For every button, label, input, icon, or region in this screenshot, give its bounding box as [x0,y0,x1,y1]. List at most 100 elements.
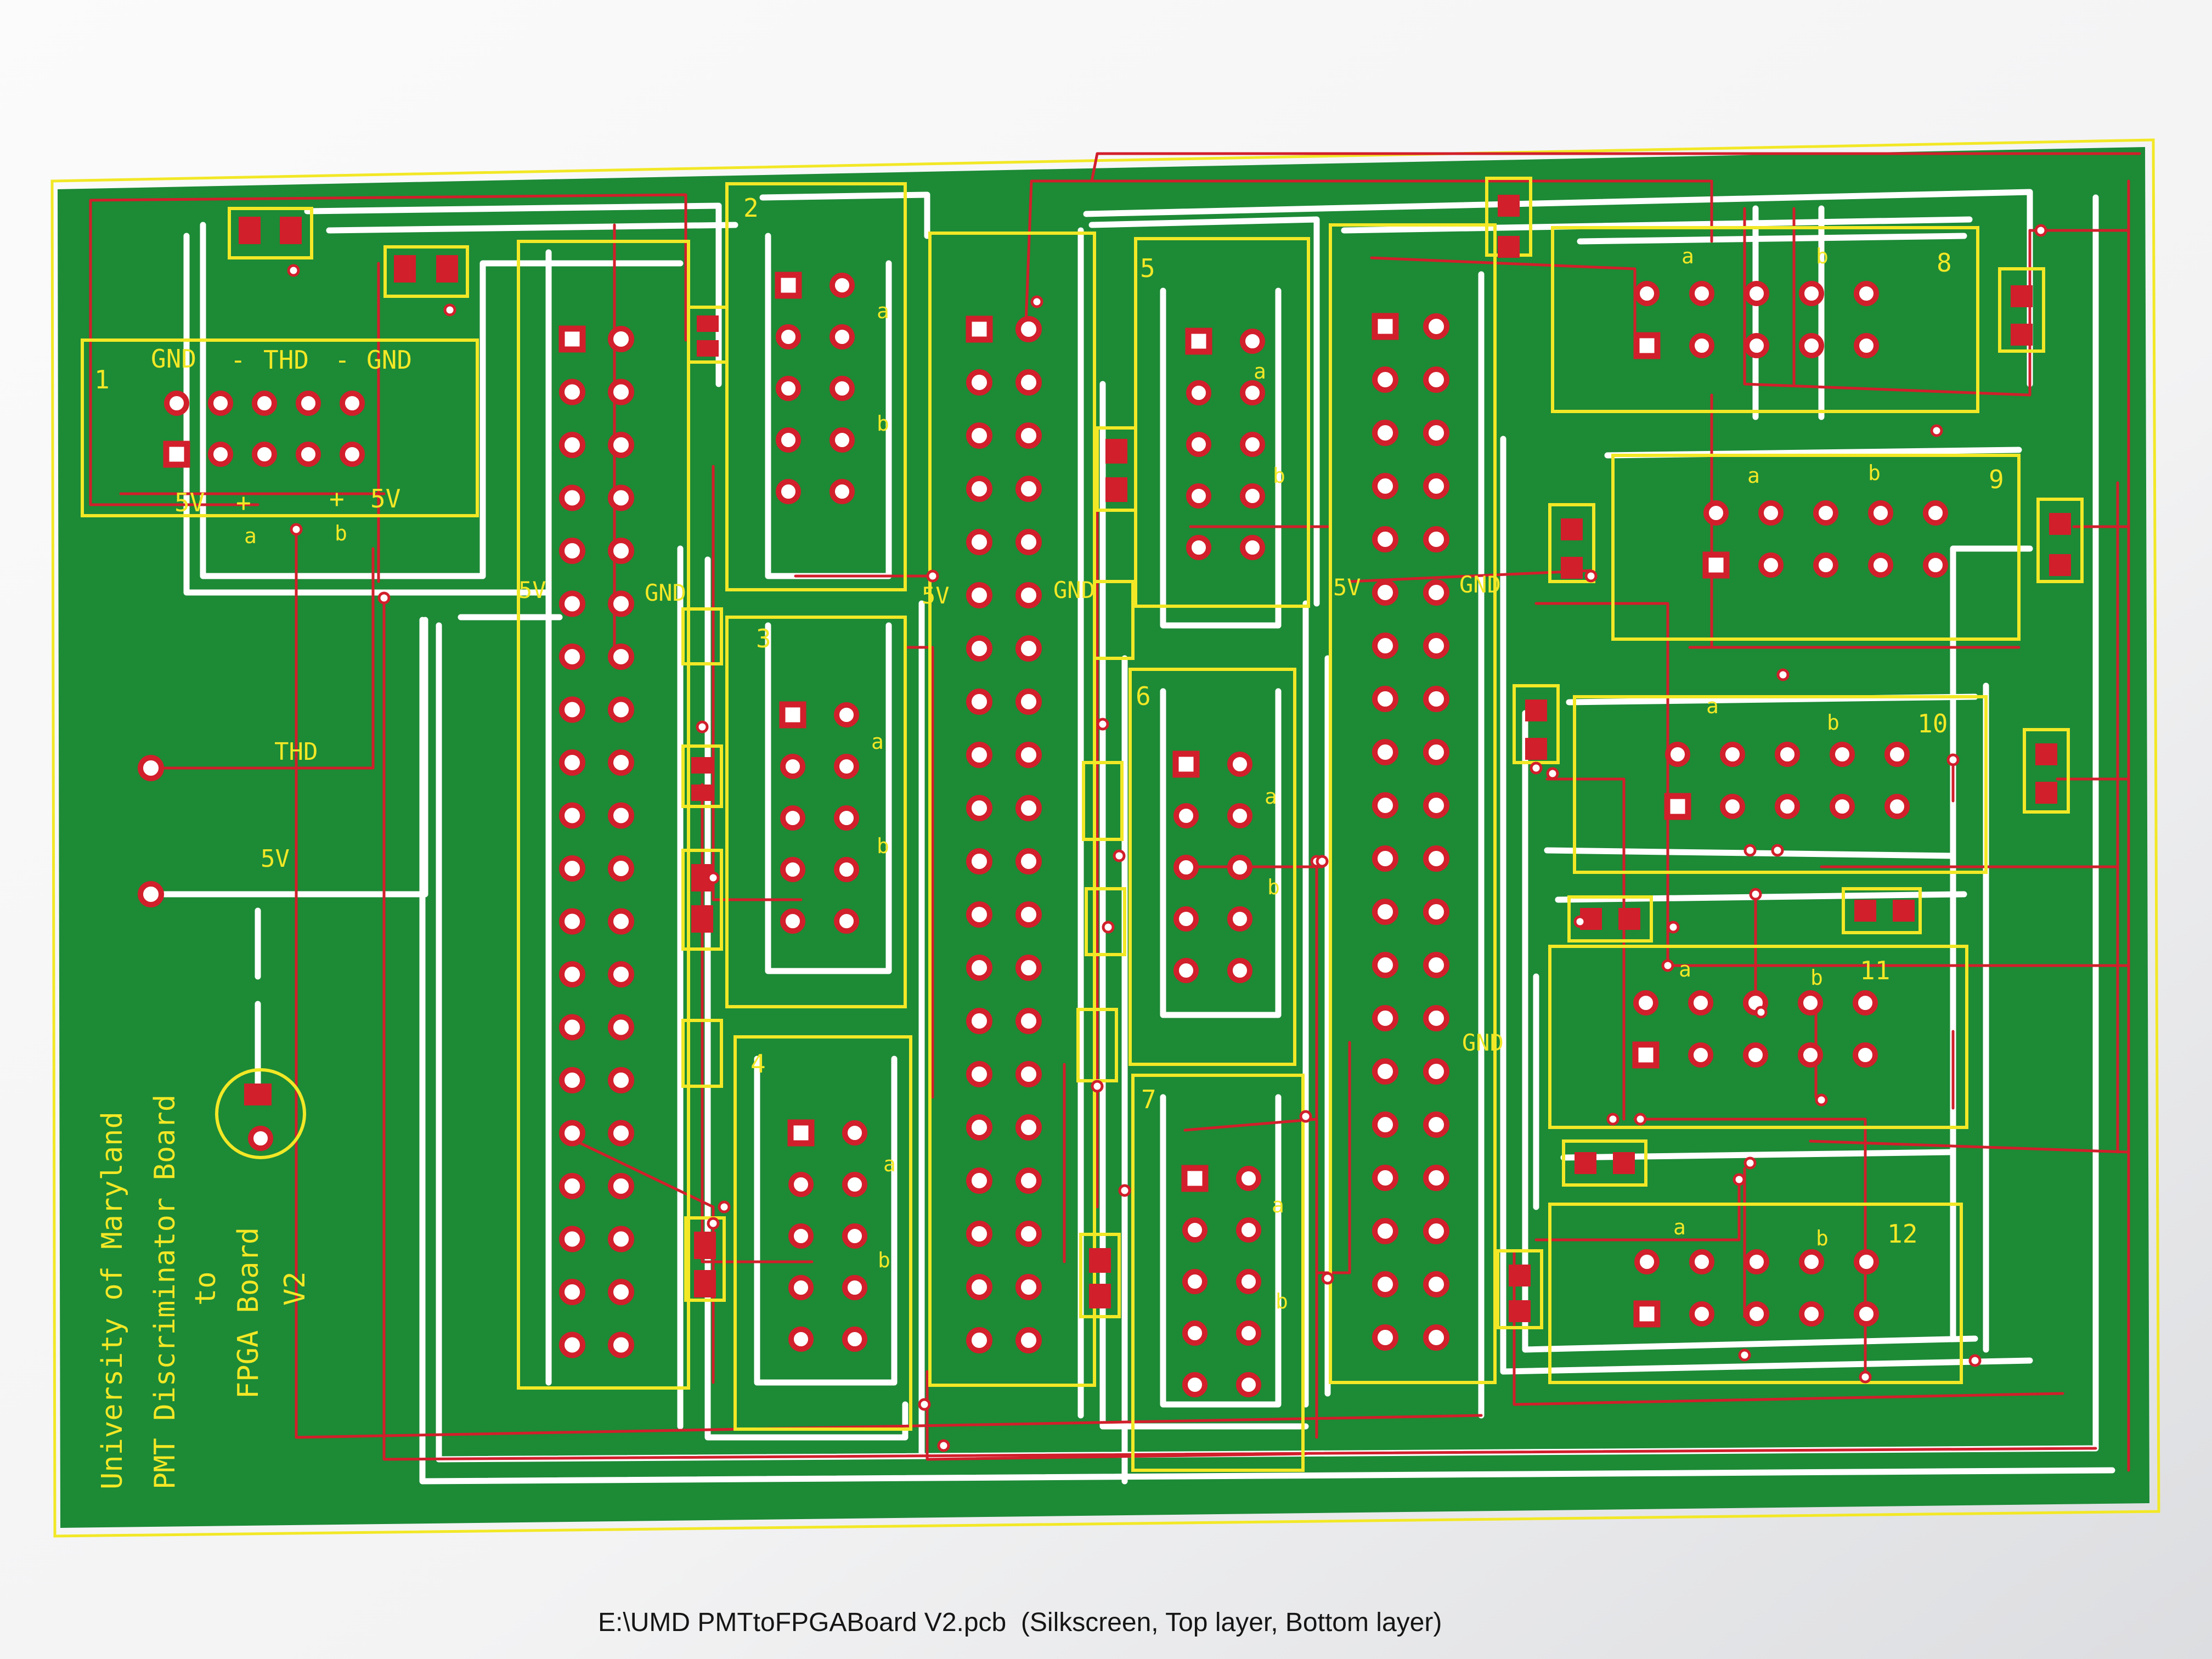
connector-1-number: 1 [94,365,110,394]
pad [966,369,992,396]
pad [1236,1372,1261,1397]
via [1859,1370,1872,1384]
via [377,591,391,605]
via [1749,888,1762,901]
pad [966,1061,992,1087]
via [707,871,720,884]
via [1118,1184,1131,1197]
pad [966,529,992,555]
pad [1634,281,1660,306]
pad [1744,281,1769,306]
via [1546,767,1559,780]
pad [1775,794,1800,819]
pad [559,802,585,829]
module-10-pin-b: b [1827,710,1839,735]
pad [1015,1114,1042,1141]
pad [1372,1058,1398,1085]
via [1661,959,1674,972]
pad [1854,333,1879,358]
module-10-number: 10 [1917,709,1948,738]
pad [608,1279,634,1305]
module-pin-1 [787,1119,815,1147]
via [1815,1093,1828,1107]
pad [776,427,801,453]
connector-1-label-gnd-left: GND [151,344,196,374]
pad [966,635,992,662]
module-2-pin-b: b [877,411,889,436]
via [443,303,456,317]
connector-1-sign-3: - [335,345,350,375]
pad [559,1120,585,1147]
through-hole-pads [138,224,2047,1452]
module-2-number: 2 [743,193,759,223]
pad [966,1167,992,1194]
pad [1236,1166,1261,1191]
pad [559,1331,585,1358]
header-1-gnd-label: GND [645,579,686,606]
pad [1720,742,1745,767]
pad [1372,792,1398,819]
pad [1423,952,1449,978]
pad [1744,1301,1769,1327]
pad [608,696,634,723]
module-pin-1 [779,701,806,729]
via [1096,718,1109,731]
connector-1-label-gnd-right: GND [366,345,412,375]
via [1299,1110,1312,1123]
module-4-pin-b: b [878,1248,890,1272]
pad [1182,1217,1207,1243]
pad [340,442,365,467]
pad [1688,990,1713,1015]
pad [608,590,634,617]
pad [1372,952,1398,978]
pad [1015,1221,1042,1247]
5v-pad [138,881,164,907]
pad [608,1226,634,1252]
connector-1-label-5v-left: 5V [174,488,205,517]
pad [1015,635,1042,662]
pad [340,391,365,416]
module-8-pin-a: a [1681,244,1694,268]
via [1634,1113,1647,1126]
header-3-gnd-label: GND [1459,571,1501,598]
via [1930,424,1943,437]
pad [559,1279,585,1305]
pad [1868,552,1893,578]
via [2034,224,2047,237]
connector-1-sign-4: + [329,484,345,514]
pad [1854,1301,1879,1327]
pad [776,376,801,401]
pad [966,1008,992,1034]
board-credit-line-3: to [189,1271,222,1306]
pad [1015,1008,1042,1034]
pad [842,1275,867,1300]
caption-layers: (Silkscreen, Top layer, Bottom layer) [1020,1608,1442,1637]
via [1113,849,1126,862]
pad [1423,1058,1449,1085]
pad [252,391,277,416]
left-pad-thd-label: THD [274,738,318,766]
via [1667,921,1680,934]
pad [1634,1249,1660,1274]
pad [559,1067,585,1093]
connector-1-label-5v-right: 5V [370,484,400,514]
header-3-5v-label: 5V [1333,574,1361,601]
pad [834,754,859,779]
via [1584,569,1598,583]
pad [1015,1274,1042,1300]
pad [830,479,855,504]
pad [164,391,189,416]
module-pin-1 [1181,1165,1209,1192]
pad [608,908,634,935]
module-5-pin-b: b [1273,464,1285,488]
pad [1665,742,1690,767]
pad [608,326,634,352]
via [1743,1156,1757,1170]
pad [842,1327,867,1352]
pad [1689,281,1714,306]
pad [1372,1271,1398,1297]
caption-filename: E:\UMD PMTtoFPGABoard V2.pcb [598,1608,1007,1637]
pad [608,484,634,511]
pad [559,908,585,935]
pad [559,379,585,405]
